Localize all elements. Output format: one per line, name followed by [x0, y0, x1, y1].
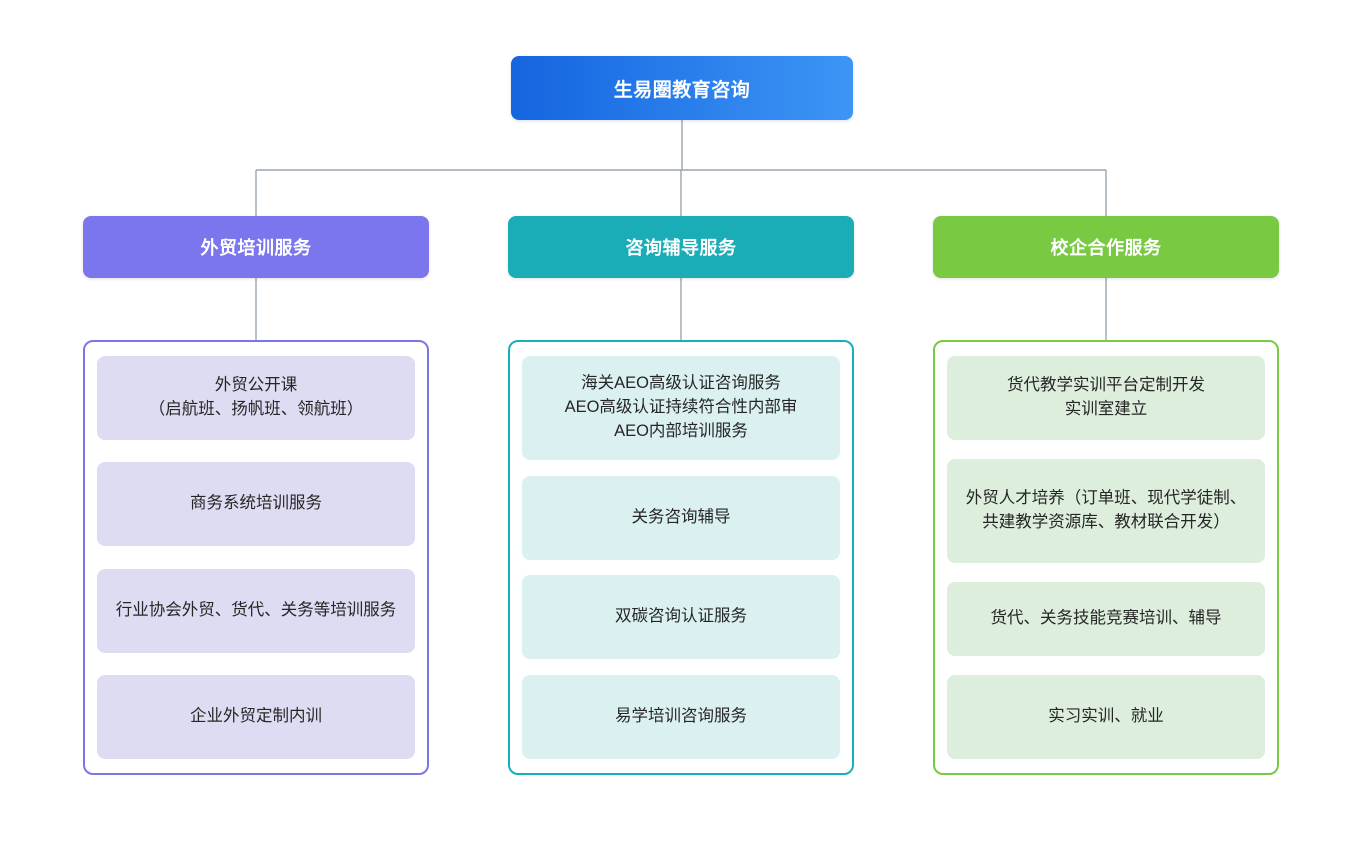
branch-header-label: 咨询辅导服务 — [625, 238, 737, 258]
branch-header-foreign-trade-training[interactable]: 外贸培训服务 — [83, 216, 429, 278]
service-card-label: 外贸人才培养（订单班、现代学徒制、共建教学资源库、教材联合开发） — [965, 489, 1247, 531]
branch-card-list-consulting-tutoring: 海关AEO高级认证咨询服务 AEO高级认证持续符合性内部审 AEO内部培训服务关… — [508, 340, 854, 775]
service-card[interactable]: 易学培训咨询服务 — [522, 674, 840, 759]
service-card-label: 易学培训咨询服务 — [615, 707, 747, 725]
branch-header-consulting-tutoring[interactable]: 咨询辅导服务 — [508, 216, 854, 278]
service-card[interactable]: 关务咨询辅导 — [522, 475, 840, 560]
service-card-label: 海关AEO高级认证咨询服务 AEO高级认证持续符合性内部审 AEO内部培训服务 — [564, 374, 798, 440]
service-card[interactable]: 商务系统培训服务 — [97, 462, 415, 547]
service-card-label: 关务咨询辅导 — [631, 507, 731, 526]
service-card-label: 外贸公开课 （启航班、扬帆班、领航班） — [148, 376, 364, 418]
service-card[interactable]: 外贸公开课 （启航班、扬帆班、领航班） — [97, 356, 415, 440]
branch-card-list-school-enterprise-cooperation: 货代教学实训平台定制开发 实训室建立外贸人才培养（订单班、现代学徒制、共建教学资… — [933, 340, 1279, 775]
branch-card-list-foreign-trade-training: 外贸公开课 （启航班、扬帆班、领航班） 商务系统培训服务行业协会外贸、货代、关务等… — [83, 340, 429, 775]
service-card-label: 行业协会外贸、货代、关务等培训服务 — [115, 600, 397, 619]
branch-column-school-enterprise-cooperation: 校企合作服务 货代教学实训平台定制开发 实训室建立外贸人才培养（订单班、现代学徒… — [933, 216, 1279, 775]
service-card-label: 货代教学实训平台定制开发 实训室建立 — [1007, 376, 1205, 418]
service-card-label: 货代、关务技能竞赛培训、辅导 — [990, 609, 1222, 628]
service-card-label: 双碳咨询认证服务 — [615, 607, 747, 626]
root-node[interactable]: 生易圈教育咨询 — [511, 56, 853, 120]
service-card[interactable]: 海关AEO高级认证咨询服务 AEO高级认证持续符合性内部审 AEO内部培训服务 — [522, 356, 840, 460]
branch-header-label: 外贸培训服务 — [200, 238, 312, 258]
service-card[interactable]: 实习实训、就业 — [947, 675, 1265, 759]
branch-column-consulting-tutoring: 咨询辅导服务 海关AEO高级认证咨询服务 AEO高级认证持续符合性内部审 AEO… — [508, 216, 854, 775]
service-card[interactable]: 货代教学实训平台定制开发 实训室建立 — [947, 356, 1265, 440]
service-card-label: 企业外贸定制内训 — [190, 707, 322, 726]
service-card-label: 实习实训、就业 — [1048, 707, 1164, 726]
branch-column-foreign-trade-training: 外贸培训服务 外贸公开课 （启航班、扬帆班、领航班） 商务系统培训服务行业协会外贸… — [83, 216, 429, 775]
branch-header-label: 校企合作服务 — [1050, 238, 1162, 258]
root-node-label: 生易圈教育咨询 — [613, 79, 751, 101]
service-card[interactable]: 双碳咨询认证服务 — [522, 575, 840, 660]
service-card[interactable]: 行业协会外贸、货代、关务等培训服务 — [97, 568, 415, 653]
branch-header-school-enterprise-cooperation[interactable]: 校企合作服务 — [933, 216, 1279, 278]
service-card[interactable]: 外贸人才培养（订单班、现代学徒制、共建教学资源库、教材联合开发） — [947, 459, 1265, 563]
service-card[interactable]: 货代、关务技能竞赛培训、辅导 — [947, 582, 1265, 656]
service-card-label: 商务系统培训服务 — [190, 494, 322, 513]
service-card[interactable]: 企业外贸定制内训 — [97, 674, 415, 759]
